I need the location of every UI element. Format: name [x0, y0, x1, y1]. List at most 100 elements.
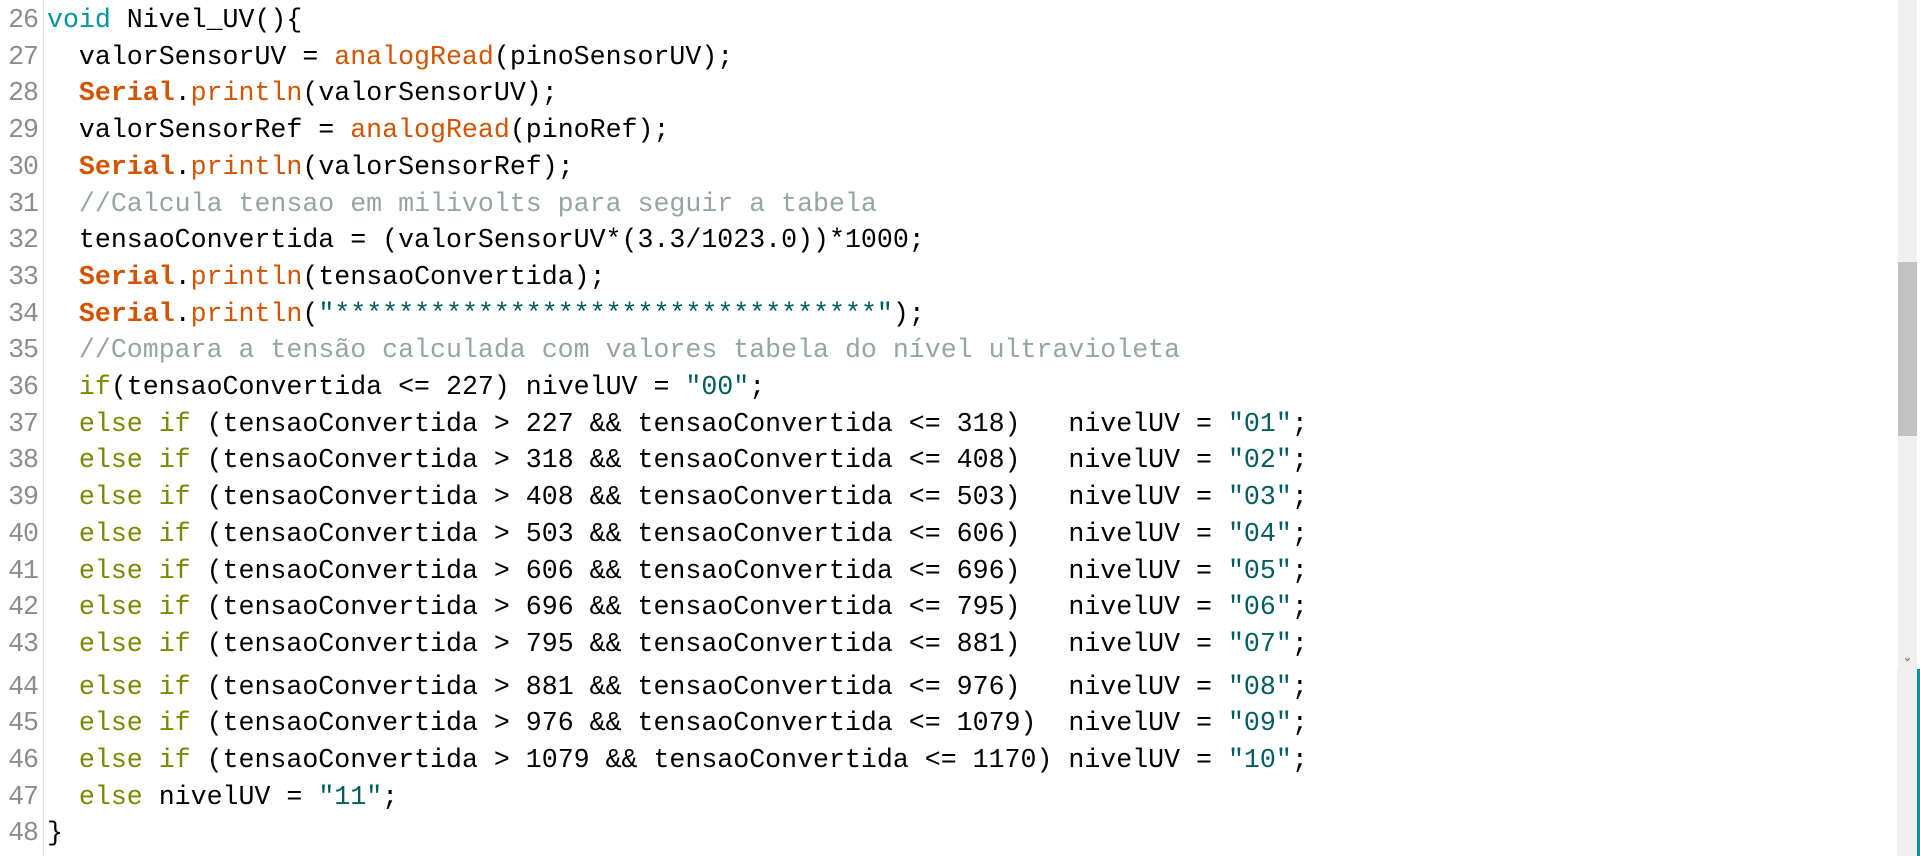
- line-number: 47: [8, 781, 39, 812]
- line-code: else if (tensaoConvertida > 795 && tensa…: [47, 626, 1308, 662]
- token-txt: (pinoSensorUV);: [493, 41, 734, 72]
- token-fn: analogRead: [334, 41, 494, 72]
- token-txt: ;: [1291, 745, 1308, 775]
- token-txt: (tensaoConvertida > 976 && tensaoConvert…: [190, 708, 1228, 739]
- token-str: "04": [1227, 518, 1292, 549]
- token-str: "11": [318, 781, 383, 812]
- token-cm: //Calcula tensao em milivolts para segui…: [78, 188, 877, 219]
- token-kw: else if: [78, 745, 191, 775]
- token-txt: [47, 708, 79, 738]
- token-kw: else if: [78, 482, 191, 513]
- line-code: Serial.println(valorSensorUV);: [47, 75, 558, 111]
- line-code: void Nivel_UV(){: [47, 2, 302, 38]
- token-txt: [47, 299, 79, 329]
- token-txt: (tensaoConvertida > 606 && tensaoConvert…: [190, 555, 1228, 586]
- token-cls: Serial: [78, 298, 175, 329]
- line-number: 26: [8, 5, 39, 35]
- line-code: Serial.println(valorSensorRef);: [47, 149, 574, 185]
- line-number: 40: [8, 518, 39, 549]
- line-number: 33: [8, 261, 39, 292]
- token-txt: [47, 262, 79, 292]
- token-txt: (valorSensorUV);: [302, 78, 558, 109]
- line-number: 48: [8, 818, 39, 849]
- token-txt: (tensaoConvertida > 408 && tensaoConvert…: [190, 482, 1228, 513]
- token-txt: [47, 372, 79, 402]
- token-txt: (tensaoConvertida > 696 && tensaoConvert…: [190, 592, 1228, 623]
- line-code: else if (tensaoConvertida > 606 && tensa…: [47, 553, 1308, 589]
- token-txt: .: [174, 261, 191, 292]
- token-txt: [47, 409, 79, 439]
- scrollbar-thumb[interactable]: [1898, 262, 1917, 436]
- line-number: 29: [8, 115, 39, 146]
- token-str: "01": [1227, 408, 1292, 439]
- token-txt: [47, 745, 79, 775]
- line-number: 41: [8, 555, 39, 586]
- token-str: "02": [1227, 445, 1292, 476]
- token-txt: tensaoConvertida = (valorSensorUV*(3.3/1…: [47, 225, 925, 256]
- token-txt: .: [174, 298, 191, 329]
- panel-edge: [1897, 668, 1917, 856]
- token-txt: (tensaoConvertida > 795 && tensaoConvert…: [190, 628, 1228, 659]
- line-number: 27: [8, 41, 39, 72]
- token-txt: (: [302, 298, 319, 329]
- token-str: "10": [1227, 745, 1292, 775]
- token-kw: else if: [78, 555, 191, 586]
- token-cm: //Compara a tensão calculada com valores…: [78, 335, 1181, 366]
- token-txt: .: [174, 78, 191, 109]
- token-txt: ;: [1291, 482, 1308, 513]
- token-txt: valorSensorRef =: [47, 115, 351, 146]
- line-number: 35: [8, 335, 39, 366]
- token-txt: (tensaoConvertida > 318 && tensaoConvert…: [190, 445, 1228, 476]
- line-code: else if (tensaoConvertida > 1079 && tens…: [47, 742, 1308, 778]
- line-code: else if (tensaoConvertida > 881 && tensa…: [47, 669, 1308, 705]
- token-txt: Nivel_UV(){: [110, 5, 303, 35]
- line-code: valorSensorUV = analogRead(pinoSensorUV)…: [47, 39, 733, 75]
- token-txt: ;: [1291, 555, 1308, 586]
- line-number: 28: [8, 78, 39, 109]
- line-number: 44: [8, 671, 39, 702]
- line-code: tensaoConvertida = (valorSensorUV*(3.3/1…: [47, 222, 925, 258]
- token-fn: analogRead: [350, 115, 510, 146]
- line-number: 31: [8, 188, 39, 219]
- line-number: 36: [8, 372, 39, 402]
- line-code: valorSensorRef = analogRead(pinoRef);: [47, 112, 670, 148]
- token-txt: ;: [749, 372, 766, 402]
- token-txt: .: [174, 151, 191, 182]
- token-str: "05": [1227, 555, 1292, 586]
- token-txt: (valorSensorRef);: [302, 151, 574, 182]
- line-code: else if (tensaoConvertida > 503 && tensa…: [47, 516, 1308, 552]
- token-txt: [47, 592, 79, 622]
- line-number: 42: [8, 592, 39, 623]
- chevron-down-icon[interactable]: ⌄: [1902, 650, 1913, 664]
- token-txt: [47, 672, 79, 702]
- token-kw: else if: [78, 628, 191, 659]
- line-number: 34: [8, 298, 39, 329]
- token-txt: (tensaoConvertida > 503 && tensaoConvert…: [190, 518, 1228, 549]
- token-txt: ;: [1291, 518, 1308, 549]
- token-txt: ;: [1291, 671, 1308, 702]
- token-kw: else if: [78, 518, 191, 549]
- token-cls: Serial: [78, 151, 175, 182]
- line-code: //Calcula tensao em milivolts para segui…: [47, 186, 877, 222]
- token-str: "03": [1227, 482, 1292, 513]
- line-code: else if (tensaoConvertida > 976 && tensa…: [47, 705, 1308, 741]
- line-code: else if (tensaoConvertida > 318 && tensa…: [47, 442, 1308, 478]
- token-txt: [47, 78, 79, 108]
- line-number: 38: [8, 445, 39, 476]
- token-txt: ;: [1291, 445, 1308, 476]
- token-txt: [47, 152, 79, 182]
- token-kw: else if: [78, 592, 191, 623]
- token-txt: [47, 556, 79, 586]
- token-kw: else if: [78, 408, 191, 439]
- token-str: "**********************************": [318, 298, 893, 329]
- token-txt: (tensaoConvertida > 1079 && tensaoConver…: [190, 745, 1228, 775]
- line-code: else if (tensaoConvertida > 408 && tensa…: [47, 479, 1308, 515]
- token-txt: [47, 189, 79, 219]
- token-txt: [47, 335, 79, 365]
- token-kw: else: [78, 781, 143, 812]
- token-txt: ;: [1291, 592, 1308, 623]
- line-code: else if (tensaoConvertida > 227 && tensa…: [47, 406, 1308, 442]
- token-txt: (pinoRef);: [509, 115, 670, 146]
- token-txt: ;: [1291, 628, 1308, 659]
